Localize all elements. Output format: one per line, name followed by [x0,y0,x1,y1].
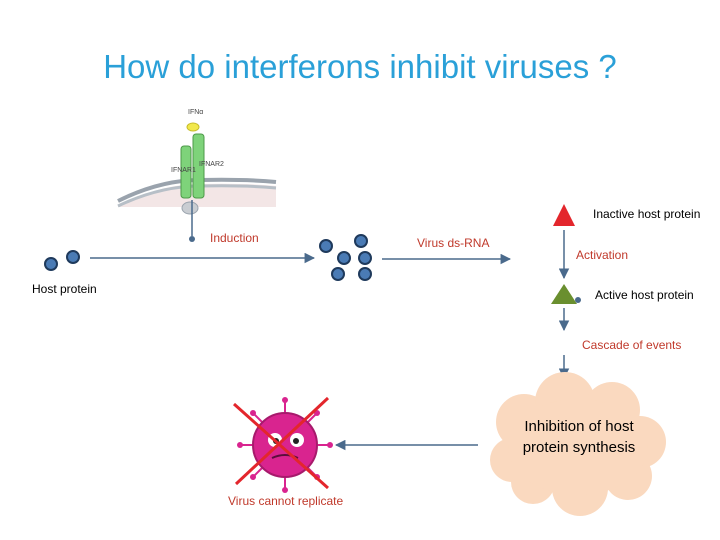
receptor-illustration [117,122,277,242]
inactive-host-protein-label: Inactive host protein [593,207,701,221]
ifn-ligand-label: IFNα [188,109,204,116]
host-protein-dot [44,257,58,271]
induction-label: Induction [210,231,259,245]
page-title: How do interferons inhibit viruses ? [103,48,617,85]
induced-protein-dot [331,267,345,281]
activation-label: Activation [576,248,629,262]
ifnar1-label: IFNAR1 [171,167,196,174]
induced-protein-dot [337,251,351,265]
inactive-protein-triangle [553,204,575,226]
active-protein-dot [575,297,581,303]
receptor-stem-dot [189,236,195,242]
induced-protein-dot [354,234,368,248]
ifnar2-label: IFNAR2 [199,161,224,168]
receptor-chain-ifnar1 [180,145,192,199]
inhibition-text: Inhibition of host protein synthesis [522,418,636,456]
active-protein-triangle [551,284,577,304]
virus-cannot-replicate-label: Virus cannot replicate [228,494,344,508]
host-protein-dot [66,250,80,264]
virus-dsrna-label: Virus ds-RNA [417,236,490,250]
host-protein-label: Host protein [32,282,97,296]
induced-protein-dot [319,239,333,253]
cross-line-2 [234,396,330,486]
receptor-chain-ifnar2 [192,133,205,199]
inhibition-cloud [490,372,666,516]
ifn-ligand [186,122,200,132]
cross-line-1 [233,402,329,490]
active-host-protein-label: Active host protein [595,288,694,302]
receptor-base [181,201,199,215]
induced-protein-dot [358,267,372,281]
induced-protein-dot [358,251,372,265]
cascade-label: Cascade of events [582,338,682,352]
